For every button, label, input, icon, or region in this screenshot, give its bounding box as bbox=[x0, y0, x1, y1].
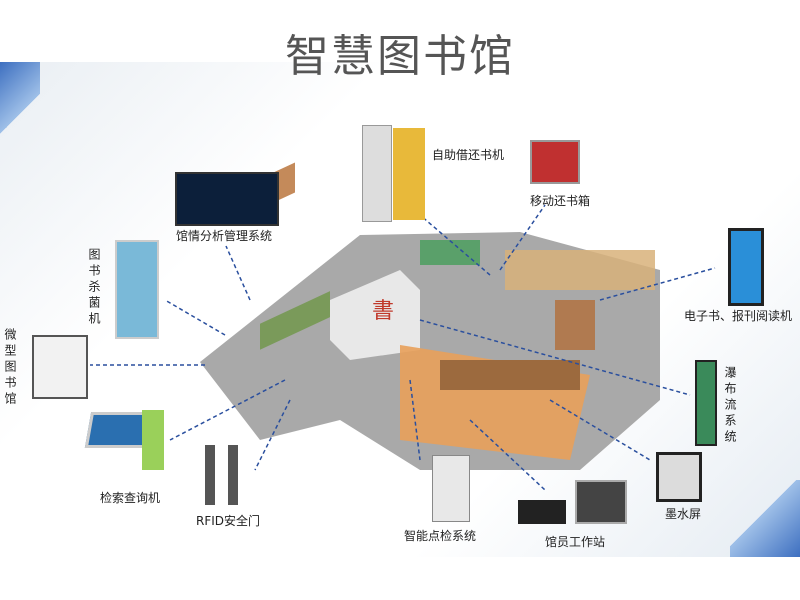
page-title: 智慧图书馆 bbox=[285, 31, 515, 82]
label-waterfall: 瀑布流系统 bbox=[723, 366, 737, 446]
corner-decoration bbox=[0, 62, 40, 142]
library-sign: 書 bbox=[372, 299, 394, 324]
label-micro-library: 微型图书馆 bbox=[3, 328, 17, 408]
staff-station-screen bbox=[575, 480, 627, 524]
label-sterilizer: 图书杀菌机 bbox=[87, 248, 101, 328]
arrows bbox=[90, 204, 716, 491]
search-kiosk-standing bbox=[142, 410, 164, 470]
label-inventory: 智能点检系统 bbox=[404, 529, 477, 543]
ebook-reader-screen bbox=[728, 228, 764, 306]
label-self-service: 自助借还书机 bbox=[432, 148, 505, 162]
shelf bbox=[440, 360, 580, 390]
sterilizer-machine bbox=[115, 240, 159, 339]
mobile-return-box bbox=[530, 140, 580, 184]
counter-wall bbox=[330, 270, 420, 360]
staff-station-pad bbox=[518, 500, 566, 524]
label-ebook-reader: 电子书、报刊阅读机 bbox=[684, 309, 793, 323]
self-service-kiosk bbox=[362, 125, 392, 222]
label-analysis: 馆情分析管理系统 bbox=[176, 229, 273, 243]
waterfall-screen bbox=[695, 360, 717, 446]
eink-screen bbox=[656, 452, 702, 502]
label-eink: 墨水屏 bbox=[665, 507, 702, 521]
label-rfid-gate: RFID安全门 bbox=[196, 514, 261, 528]
label-staff-station: 馆员工作站 bbox=[545, 535, 606, 549]
self-service-kiosk-yellow bbox=[393, 128, 425, 220]
bookshelves bbox=[235, 162, 655, 350]
corner-decoration bbox=[730, 480, 800, 557]
rfid-gate-left bbox=[205, 445, 215, 505]
inventory-device bbox=[432, 455, 470, 522]
rfid-gate-right bbox=[228, 445, 238, 505]
label-search-kiosk: 检索查询机 bbox=[100, 491, 161, 505]
micro-library-cabinet bbox=[32, 335, 88, 399]
analysis-dashboard bbox=[175, 172, 279, 226]
label-mobile-return: 移动还书箱 bbox=[530, 194, 591, 208]
